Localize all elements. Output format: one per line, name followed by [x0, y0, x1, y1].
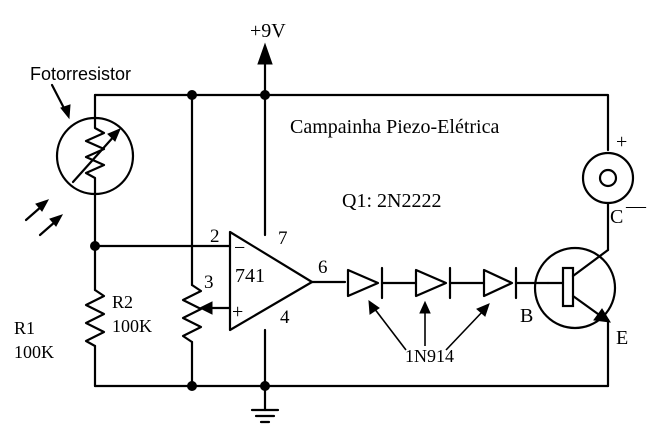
photoresistor — [55, 93, 135, 248]
opamp-pin-inverting: 2 — [210, 226, 220, 247]
transistor-q1 — [533, 246, 617, 388]
opamp-pin-ground: 4 — [280, 307, 290, 328]
r2-name: R2 — [112, 292, 133, 312]
piezo-buzzer-icon — [581, 151, 635, 252]
light-arrows-icon — [24, 199, 64, 237]
buzzer-plus: + — [616, 131, 627, 153]
diode-chain — [346, 266, 550, 300]
opamp-minus-sign: − — [234, 237, 245, 259]
photoresistor-label: Fotorresistor — [30, 64, 131, 84]
r2-value: 100K — [112, 316, 152, 336]
r1-value: 100K — [14, 342, 54, 362]
base-label: B — [520, 305, 533, 327]
diode-pointer-arrows — [368, 299, 490, 351]
diode-label: 1N914 — [405, 346, 454, 366]
transistor-base-bar — [561, 266, 575, 308]
transistor-label: Q1: 2N2222 — [342, 190, 441, 212]
supply-label: +9V — [250, 20, 286, 42]
junction-dot — [260, 90, 270, 100]
ground-icon — [93, 384, 610, 424]
opamp-pin-vcc: 7 — [278, 228, 288, 249]
buzzer-label: Campainha Piezo-Elétrica — [290, 116, 499, 138]
opamp-pin-noninverting: 3 — [204, 272, 214, 293]
potentiometer-r2 — [181, 93, 232, 388]
opamp-plus-sign: + — [232, 301, 243, 323]
supply-arrow-icon — [257, 42, 273, 65]
r1-name: R1 — [14, 318, 35, 338]
opamp-label: 741 — [235, 265, 265, 287]
resistor-r1 — [84, 244, 106, 388]
collector-label: C — [610, 206, 623, 228]
opamp-pin-output: 6 — [318, 257, 328, 278]
emitter-label: E — [616, 327, 628, 349]
opamp-741 — [93, 230, 347, 412]
buzzer-minus: — — [625, 195, 647, 217]
